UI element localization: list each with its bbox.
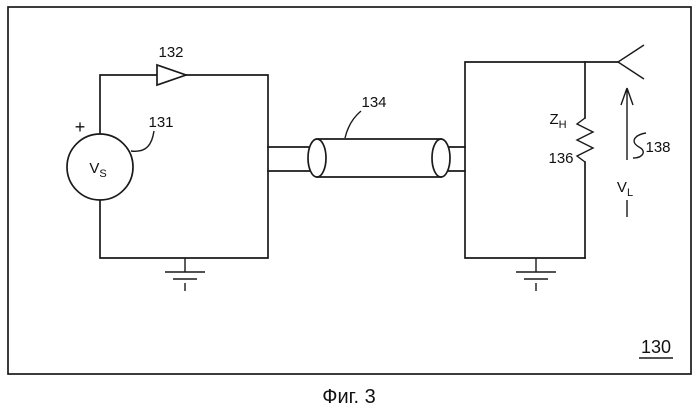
source-polarity-plus: +: [75, 117, 86, 137]
transmission-line-right-cap: [431, 138, 451, 178]
ground-left-icon: [165, 258, 205, 291]
figure-ref-label: 130: [641, 337, 671, 357]
source-ref-label: 131: [148, 114, 173, 131]
voltage-source-symbol: VS: [89, 160, 106, 180]
probe-leader-squiggle: [632, 132, 647, 159]
transmission-line-body: [316, 138, 442, 178]
transmission-line-ref-label: 134: [361, 94, 386, 111]
amplifier-triangle-icon: [156, 63, 189, 87]
voltage-source-circle: [66, 133, 134, 201]
probe-arrow: [620, 87, 634, 160]
source-loop-wire: [99, 74, 269, 259]
transmission-line-left-cap: [307, 138, 327, 178]
load-ref-label: 136: [548, 150, 573, 167]
probe-voltage-label: VL: [617, 179, 633, 199]
transmission-line-leader: [344, 110, 362, 139]
probe-ref-label: 138: [645, 139, 670, 156]
transmission-line-stubs: [267, 146, 466, 172]
load-symbol-label: ZH: [549, 111, 566, 131]
figure-caption: Фиг. 3: [322, 386, 375, 408]
load-loop-wire: [464, 61, 619, 259]
ground-right-icon: [516, 258, 556, 291]
antenna-icon: [616, 44, 645, 80]
load-resistor-zigzag: [575, 117, 595, 163]
source-leader-line: [130, 130, 155, 152]
amplifier-ref-label: 132: [158, 44, 183, 61]
